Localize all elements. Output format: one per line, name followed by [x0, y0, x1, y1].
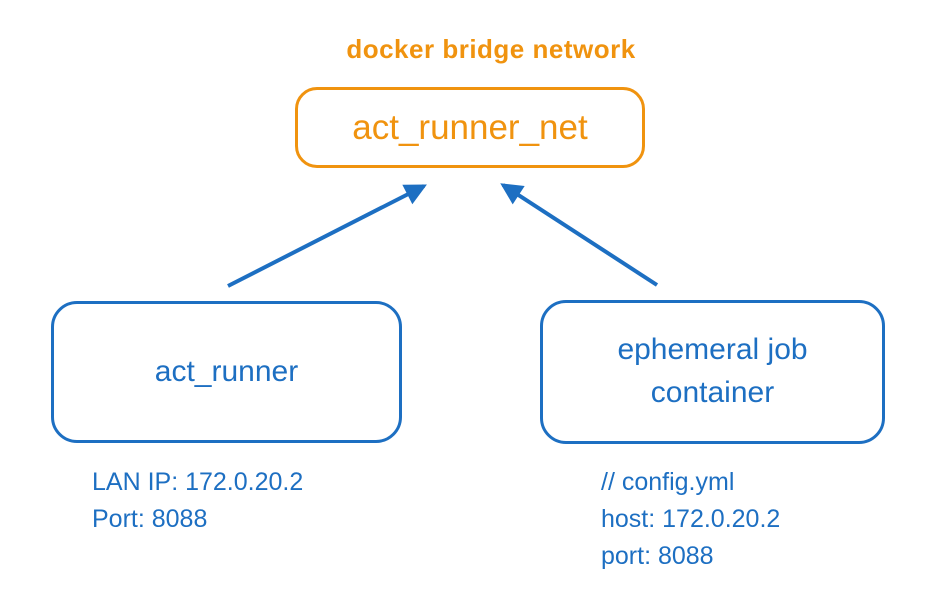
config-host-text: host: 172.0.20.2: [601, 505, 781, 533]
job-node-label-line2: container: [650, 376, 775, 409]
config-port-text: port: 8088: [601, 542, 714, 570]
arrow-runner-to-network-icon: [227, 184, 427, 288]
runner-annotation: LAN IP: 172.0.20.2 Port: 8088: [92, 464, 303, 538]
runner-lan-ip-text: LAN IP: 172.0.20.2: [92, 468, 304, 496]
network-type-label: docker bridge network: [346, 34, 636, 64]
runner-port-text: Port: 8088: [92, 505, 208, 533]
runner-node: act_runner: [51, 301, 402, 443]
network-node-label: act_runner_net: [352, 107, 588, 147]
job-annotation: // config.yml host: 172.0.20.2 port: 808…: [601, 464, 780, 575]
network-node: act_runner_net: [295, 87, 645, 168]
job-node-label-line1: ephemeral job: [617, 333, 808, 367]
job-container-node: ephemeral job container: [540, 300, 885, 444]
config-file-comment-text: // config.yml: [601, 468, 735, 496]
arrow-job-to-network-icon: [500, 183, 659, 287]
runner-node-label: act_runner: [154, 355, 299, 388]
